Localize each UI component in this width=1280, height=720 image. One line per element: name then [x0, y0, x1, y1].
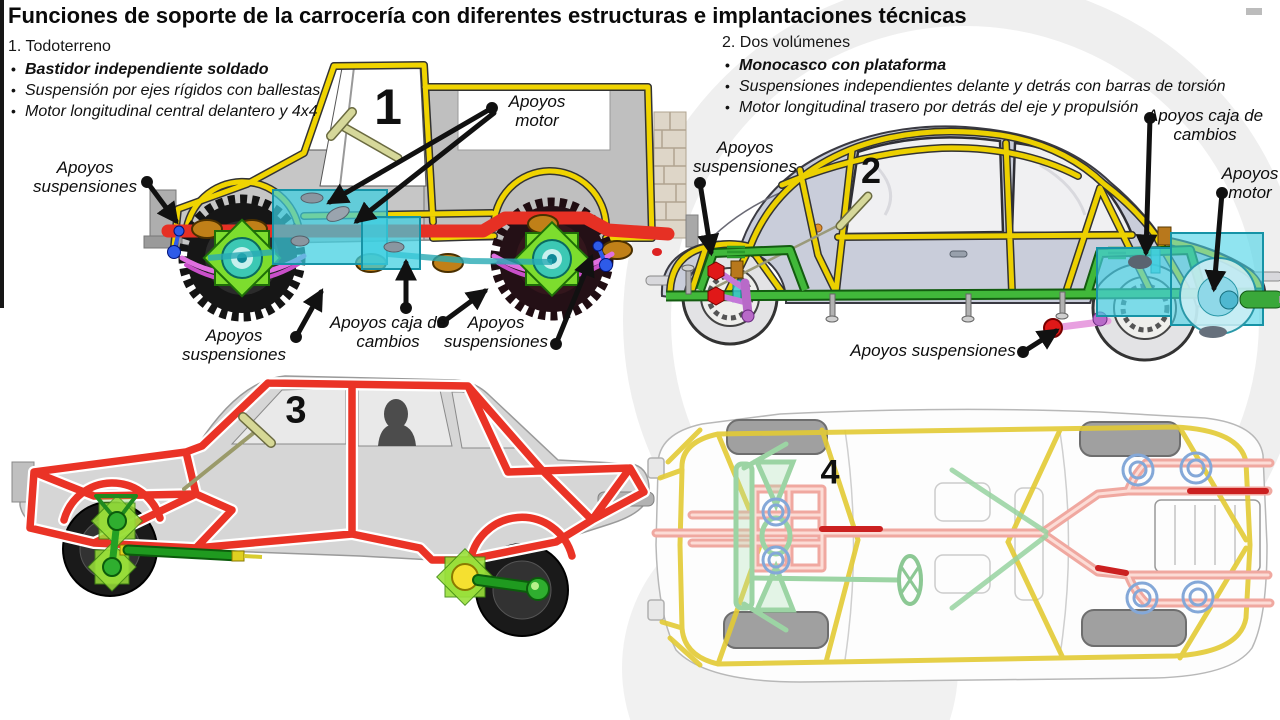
diagram-3-sedan [11, 375, 655, 637]
label-apoyos-caja-d1: Apoyos caja de cambios [329, 313, 447, 352]
section-todoterreno: 1. Todoterreno •Bastidor independiente s… [8, 38, 320, 122]
arrow-motor-1 [326, 102, 498, 205]
figure-number-2: 2 [860, 150, 882, 191]
section-1-heading: 1. Todoterreno [8, 38, 111, 55]
left-edge-bar [0, 0, 4, 308]
section-dos-volumenes: 2. Dos volúmenes •Monocasco con platafor… [722, 34, 1226, 118]
topview-pink-subframe [651, 458, 1275, 608]
spring-shackles [167, 225, 613, 272]
coil-springs-blue [761, 451, 1215, 615]
arrow-motor-beetle [1204, 187, 1228, 293]
label-apoyos-caja-d2: Apoyos caja de cambios [1146, 106, 1264, 145]
arrow-susp-beetle-front [694, 177, 720, 257]
bullet-text: Suspensión por ejes rígidos con ballesta… [25, 82, 321, 99]
arrow-susp-bottom-left [290, 288, 324, 343]
figure-number-3: 3 [285, 389, 307, 432]
bullet-text: Monocasco con plataforma [739, 57, 947, 74]
arrow-susp-beetle-bottom [1017, 328, 1060, 358]
door-window [844, 136, 1005, 236]
arrow-motor-2 [353, 110, 497, 224]
arrow-susp-right-a [437, 288, 489, 328]
topview-wheels [723, 419, 1187, 649]
section-1-bullets: •Bastidor independiente soldado •Suspens… [11, 61, 321, 120]
label-apoyos-suspensiones-d1-left: Apoyos suspensiones [182, 326, 286, 365]
passenger-silhouette [384, 399, 408, 429]
figure-number-1: 1 [374, 79, 402, 135]
platform-bolts [681, 264, 1069, 323]
label-apoyos-suspensiones-d2-front: Apoyos suspensiones [693, 138, 797, 177]
bullet-text: Motor longitudinal trasero por detrás de… [739, 99, 1139, 116]
brick-pillar [653, 111, 687, 239]
arrow-gearbox-beetle [1135, 112, 1158, 257]
door-handle [949, 250, 968, 258]
axle-gear-front [202, 218, 282, 298]
bullet-text: Bastidor independiente soldado [25, 61, 269, 78]
callout-arrows [141, 102, 1228, 358]
arrow-susp-front-left [141, 176, 179, 225]
green-running-gear [87, 494, 550, 606]
topview-green-assembly [733, 441, 1049, 633]
section-2-bullets: •Monocasco con plataforma •Suspensiones … [725, 57, 1226, 116]
section-2-heading: 2. Dos volúmenes [722, 34, 851, 51]
diagram-2-dos-volumenes [645, 125, 1280, 362]
page-title: Funciones de soporte de la carrocería co… [8, 3, 967, 28]
label-apoyos-suspensiones-d2-bottom: Apoyos suspensiones [850, 341, 1016, 360]
red-truss [24, 377, 650, 570]
arrow-susp-right-b [550, 253, 595, 350]
label-apoyos-motor-d1: Apoyos motor [508, 92, 566, 131]
front-suspension [707, 245, 755, 323]
figure-number-4: 4 [820, 453, 840, 492]
diagram-4-topview [647, 408, 1275, 683]
label-apoyos-suspensiones-d1-right: Apoyos suspensiones [444, 313, 548, 352]
label-apoyos-suspensiones-d1-front: Apoyos suspensiones [33, 158, 137, 197]
label-apoyos-motor-d2: Apoyos motor [1221, 164, 1279, 203]
corner-mark [1246, 8, 1262, 15]
bullet-text: Suspensiones independientes delante y de… [739, 78, 1226, 95]
sedan-steering-column [182, 412, 276, 491]
bullet-text: Motor longitudinal central delantero y 4… [25, 103, 318, 120]
